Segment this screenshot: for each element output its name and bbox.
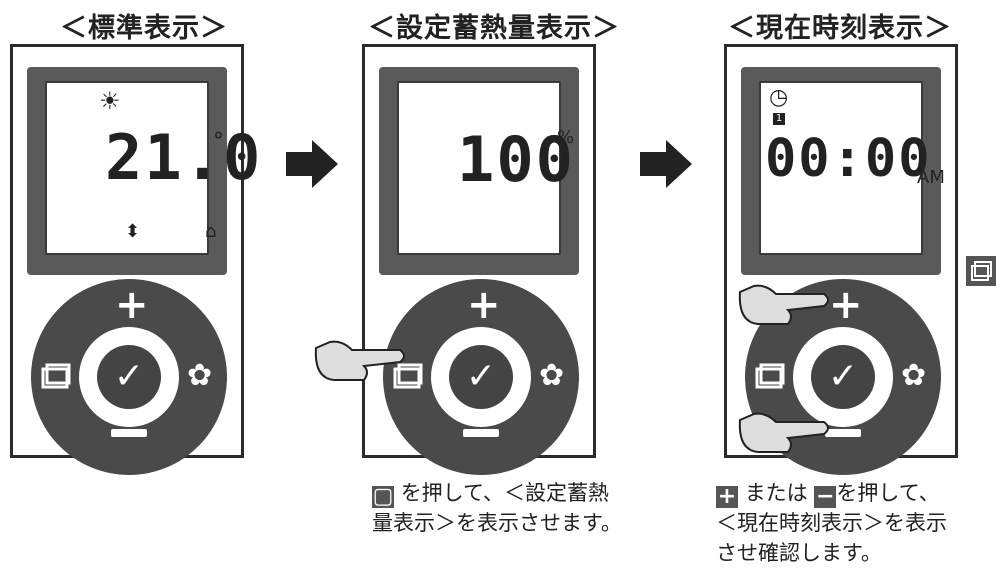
caption-heat-storage: ▢ を押して、＜設定蓄熱 量表示＞を表示させます。 (372, 478, 622, 538)
minus-icon: − (814, 484, 837, 509)
dial-center: ✓ (79, 327, 179, 427)
folder-button[interactable] (393, 363, 423, 393)
caption-line-1: を押して、＜設定蓄熱 (400, 481, 610, 505)
temperature-value: 21.0 (105, 121, 263, 194)
folder-icon (755, 363, 785, 389)
panel-title-standard: ＜標準表示＞ (60, 13, 228, 44)
house-icon: ⌂ (205, 221, 217, 242)
lcd-screen: ☀ 21.0 ° ⬍ ⌂ (45, 81, 260, 255)
percent-unit: % (557, 127, 575, 148)
caption-line-3: させ確認します。 (716, 541, 882, 565)
arrow-right-icon (286, 140, 338, 188)
pointing-hand-icon (738, 412, 829, 453)
confirm-button[interactable]: ✓ (97, 345, 161, 409)
am-pm-indicator: AM (917, 167, 945, 188)
folder-icon (41, 363, 71, 389)
control-dial: + ✓ ✿ (383, 279, 579, 475)
pointing-hand-icon (738, 284, 829, 325)
sun-icon: ☀ (99, 87, 121, 115)
confirm-button[interactable]: ✓ (449, 345, 513, 409)
panel-title-heat-storage: ＜設定蓄熱量表示＞ (368, 13, 620, 44)
confirm-button[interactable]: ✓ (811, 345, 875, 409)
pointing-hand-icon (314, 340, 405, 381)
plus-button[interactable]: + (829, 282, 863, 328)
caption-line-2: 量表示＞を表示させます。 (372, 511, 622, 535)
dial-center: ✓ (793, 327, 893, 427)
fan-button[interactable]: ✿ (187, 358, 213, 393)
lcd-screen: ◷ 1 00:00 AM (759, 81, 945, 255)
folder-button[interactable] (755, 363, 785, 393)
device-standard: ☀ 21.0 ° ⬍ ⌂ + ✓ ✿ (10, 44, 260, 475)
caption-line-2: ＜現在時刻表示＞を表示 (716, 511, 947, 535)
minus-button[interactable] (463, 429, 499, 437)
lcd-screen: 100 % (397, 81, 574, 255)
control-dial: + ✓ ✿ (31, 279, 227, 475)
caption-or: または (744, 481, 808, 505)
dial-center: ✓ (431, 327, 531, 427)
arrow-right-icon (640, 140, 692, 188)
minus-button[interactable] (111, 429, 147, 437)
current-time-value: 00:00 (765, 129, 932, 189)
panel-title-current-time: ＜現在時刻表示＞ (728, 13, 952, 44)
degree-unit: ° (213, 129, 224, 154)
device-heat-storage: 100 % + ✓ ✿ (362, 44, 596, 475)
clock-icon: ◷ (769, 85, 789, 110)
fan-button[interactable]: ✿ (539, 358, 565, 393)
plus-icon: + (716, 484, 738, 509)
folder-icon: ▢ (372, 484, 394, 509)
plus-button[interactable]: + (115, 282, 149, 328)
heat-storage-value: 100 (457, 123, 575, 196)
folder-button[interactable] (41, 363, 71, 393)
minus-button[interactable] (825, 429, 861, 437)
folder-icon (393, 363, 423, 389)
caption-line-1-end: を押して、 (836, 481, 940, 505)
folder-icon (966, 256, 996, 286)
plus-button[interactable]: + (467, 282, 501, 328)
up-down-arrows-icon: ⬍ (125, 221, 141, 242)
screen-bezel: ◷ 1 00:00 AM (741, 67, 945, 275)
screen-bezel: 100 % (379, 67, 579, 275)
fan-button[interactable]: ✿ (901, 358, 927, 393)
screen-bezel: ☀ 21.0 ° ⬍ ⌂ (27, 67, 260, 275)
caption-current-time: + または −を押して、 ＜現在時刻表示＞を表示 させ確認します。 (716, 478, 947, 568)
device-current-time: ◷ 1 00:00 AM + ✓ ✿ (724, 44, 958, 475)
timer-number-badge: 1 (773, 113, 785, 125)
